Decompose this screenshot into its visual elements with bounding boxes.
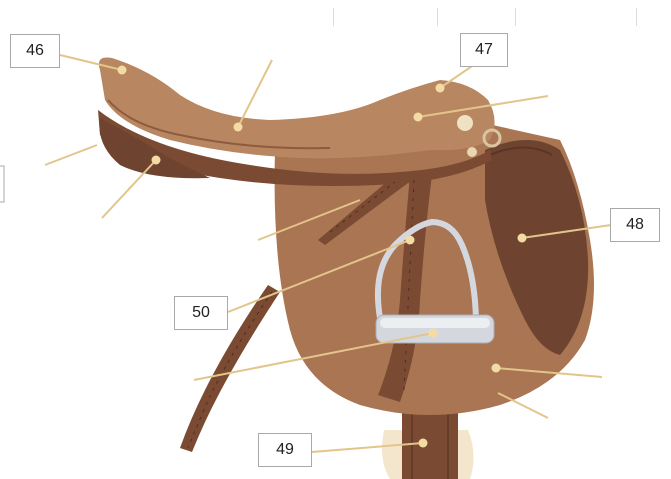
label-46: 46 — [10, 34, 60, 68]
leader-dot — [429, 329, 438, 338]
pommel-nail — [457, 115, 473, 131]
leader-dot — [436, 84, 445, 93]
leader-dot — [234, 123, 243, 132]
leader-line — [498, 393, 548, 418]
leader-line — [238, 60, 272, 127]
leader-line — [45, 145, 97, 165]
leader-dot — [414, 113, 423, 122]
partial-label-box — [0, 166, 4, 202]
leader-dot — [492, 364, 501, 373]
leader-dot — [419, 439, 428, 448]
leader-dot — [118, 66, 127, 75]
leader-dot — [518, 234, 527, 243]
label-49: 49 — [258, 433, 312, 467]
girth-strap — [402, 405, 458, 479]
leader-dot — [152, 156, 161, 165]
label-50: 50 — [174, 296, 228, 330]
label-47: 47 — [460, 33, 508, 67]
label-48: 48 — [610, 208, 660, 242]
leader-dot — [406, 236, 415, 245]
